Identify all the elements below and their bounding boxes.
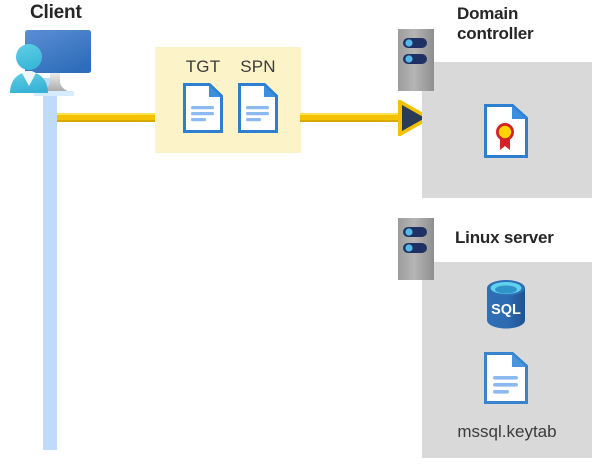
ticket-label-spn: SPN — [240, 57, 276, 76]
document-icon — [238, 83, 278, 133]
ticket-label-tgt: TGT — [185, 57, 221, 76]
linux-server-title: Linux server — [455, 228, 554, 247]
ticket-item-spn: SPN — [225, 47, 291, 153]
arrow-head-icon — [398, 98, 434, 138]
document-icon — [484, 352, 528, 404]
keytab-file-label: mssql.keytab — [457, 422, 557, 441]
arrow-line-right — [300, 113, 422, 122]
arrow-line-left — [57, 113, 156, 122]
sql-database-icon: SQL — [484, 278, 528, 330]
svg-text:SQL: SQL — [491, 302, 521, 318]
certificate-document-icon — [484, 104, 528, 158]
document-icon — [183, 83, 223, 133]
client-title: Client — [30, 2, 82, 23]
domain-controller-title: Domain controller — [457, 4, 534, 44]
client-lifeline — [43, 78, 57, 450]
ticket-box: TGT SPN — [155, 47, 301, 153]
server-rack-icon — [398, 218, 434, 285]
ticket-item-tgt: TGT — [170, 47, 236, 153]
server-rack-icon — [398, 29, 434, 96]
user-computer-icon — [4, 27, 96, 99]
